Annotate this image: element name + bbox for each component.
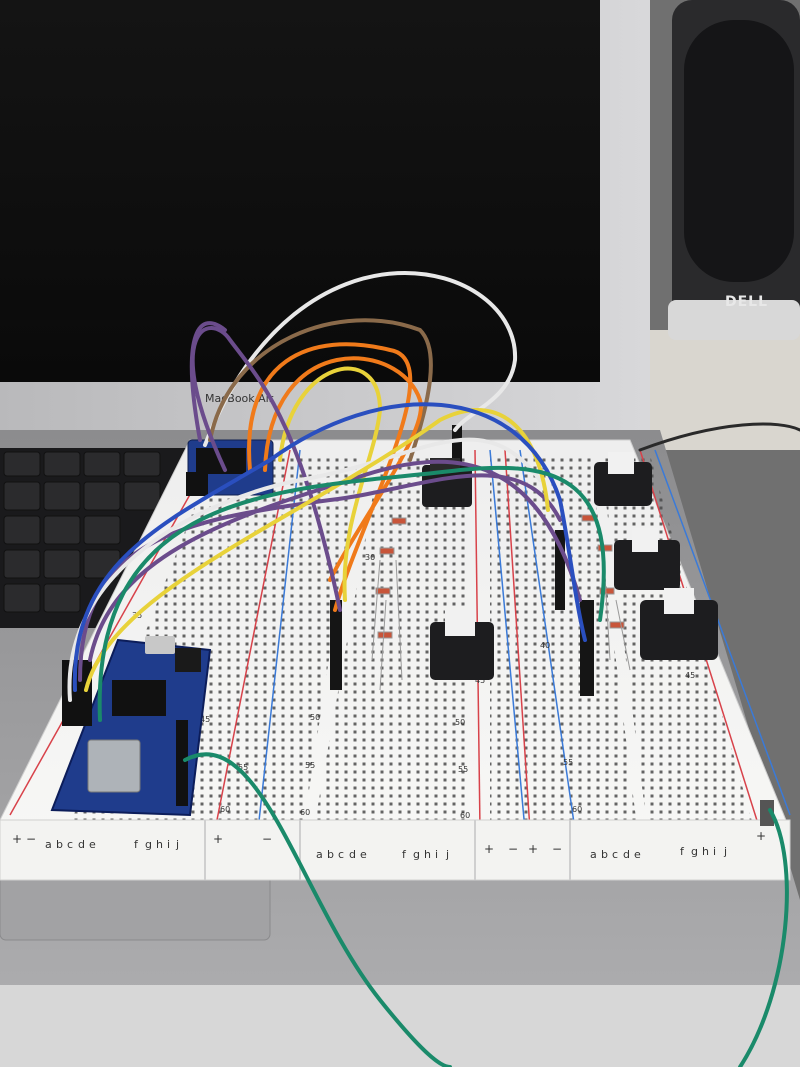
col-letter: c — [338, 848, 344, 861]
key-switch — [594, 452, 652, 506]
key-switch — [614, 528, 680, 590]
col-letter: g — [145, 838, 152, 851]
col-letter: j — [175, 838, 179, 851]
col-letter: e — [634, 848, 641, 861]
row-number: 55 — [563, 758, 573, 767]
feather-board — [50, 636, 212, 817]
key-switch — [430, 610, 494, 680]
wire-orange — [263, 356, 423, 582]
col-letter: f — [402, 848, 407, 861]
jumper-wires — [67, 270, 800, 1067]
col-letter: j — [445, 848, 449, 861]
rail-plus-label: + — [756, 829, 766, 843]
wire-brown — [208, 318, 433, 462]
row-number: 45 — [475, 676, 485, 685]
col-letter: g — [413, 848, 420, 861]
row-number: 60 — [572, 805, 582, 814]
key-switch — [640, 588, 718, 660]
col-letter: h — [424, 848, 431, 861]
col-letter: e — [89, 838, 96, 851]
row-number: 45 — [200, 715, 210, 724]
rail-minus-label: − — [508, 842, 518, 856]
wire-green — [183, 752, 452, 1067]
desk-clutter — [640, 330, 800, 450]
col-letter: i — [435, 848, 438, 861]
wire-green — [738, 808, 789, 1067]
col-letter: i — [713, 845, 716, 858]
cable-black — [638, 422, 800, 452]
wire-yellow — [84, 408, 550, 692]
rail-plus-label: + — [12, 832, 22, 846]
col-letter: a — [45, 838, 52, 851]
row-number: 30 — [365, 553, 375, 562]
rail-plus-label: + — [213, 832, 223, 846]
col-letter: g — [691, 845, 698, 858]
breadboard-labels: + − a b c d e f g h i j + − a b c d e f … — [12, 553, 766, 861]
rail-minus-label: − — [26, 832, 36, 846]
row-number: 45 — [685, 671, 695, 680]
wire-blue — [72, 402, 587, 692]
col-letter: c — [67, 838, 73, 851]
row-number: 40 — [540, 641, 550, 650]
col-letter: d — [78, 838, 85, 851]
col-letter: b — [56, 838, 63, 851]
laptop-model-label: MacBook Air — [205, 392, 274, 405]
row-number: 60 — [460, 811, 470, 820]
dell-speaker: DELL — [668, 0, 800, 340]
col-letter: i — [167, 838, 170, 851]
col-letter: j — [723, 845, 727, 858]
row-number: 55 — [238, 763, 248, 772]
row-number: 55 — [305, 761, 315, 770]
col-letter: h — [156, 838, 163, 851]
rail-plus-label: + — [528, 842, 538, 856]
col-letter: f — [680, 845, 685, 858]
wire-white — [203, 270, 518, 447]
rail-minus-label: − — [262, 832, 272, 846]
rail-minus-label: − — [552, 842, 562, 856]
col-letter: b — [327, 848, 334, 861]
speaker-brand-label: DELL — [725, 294, 768, 310]
wire-purple — [189, 321, 227, 442]
col-letter: c — [612, 848, 618, 861]
col-letter: d — [623, 848, 630, 861]
rail-plus-label: + — [484, 842, 494, 856]
col-letter: d — [349, 848, 356, 861]
wire-green — [97, 465, 606, 722]
wire-white — [67, 437, 542, 702]
row-number: 55 — [458, 765, 468, 774]
row-number: 60 — [300, 808, 310, 817]
row-number: 50 — [455, 718, 465, 727]
laptop-lid: MacBook Air — [0, 0, 650, 430]
col-letter: a — [590, 848, 597, 861]
microcontroller-top — [186, 439, 274, 496]
col-letter: e — [360, 848, 367, 861]
col-letter: b — [601, 848, 608, 861]
row-number: 60 — [220, 805, 230, 814]
row-number: 50 — [310, 713, 320, 722]
col-letter: h — [702, 845, 709, 858]
col-letter: f — [134, 838, 139, 851]
col-letter: a — [316, 848, 323, 861]
